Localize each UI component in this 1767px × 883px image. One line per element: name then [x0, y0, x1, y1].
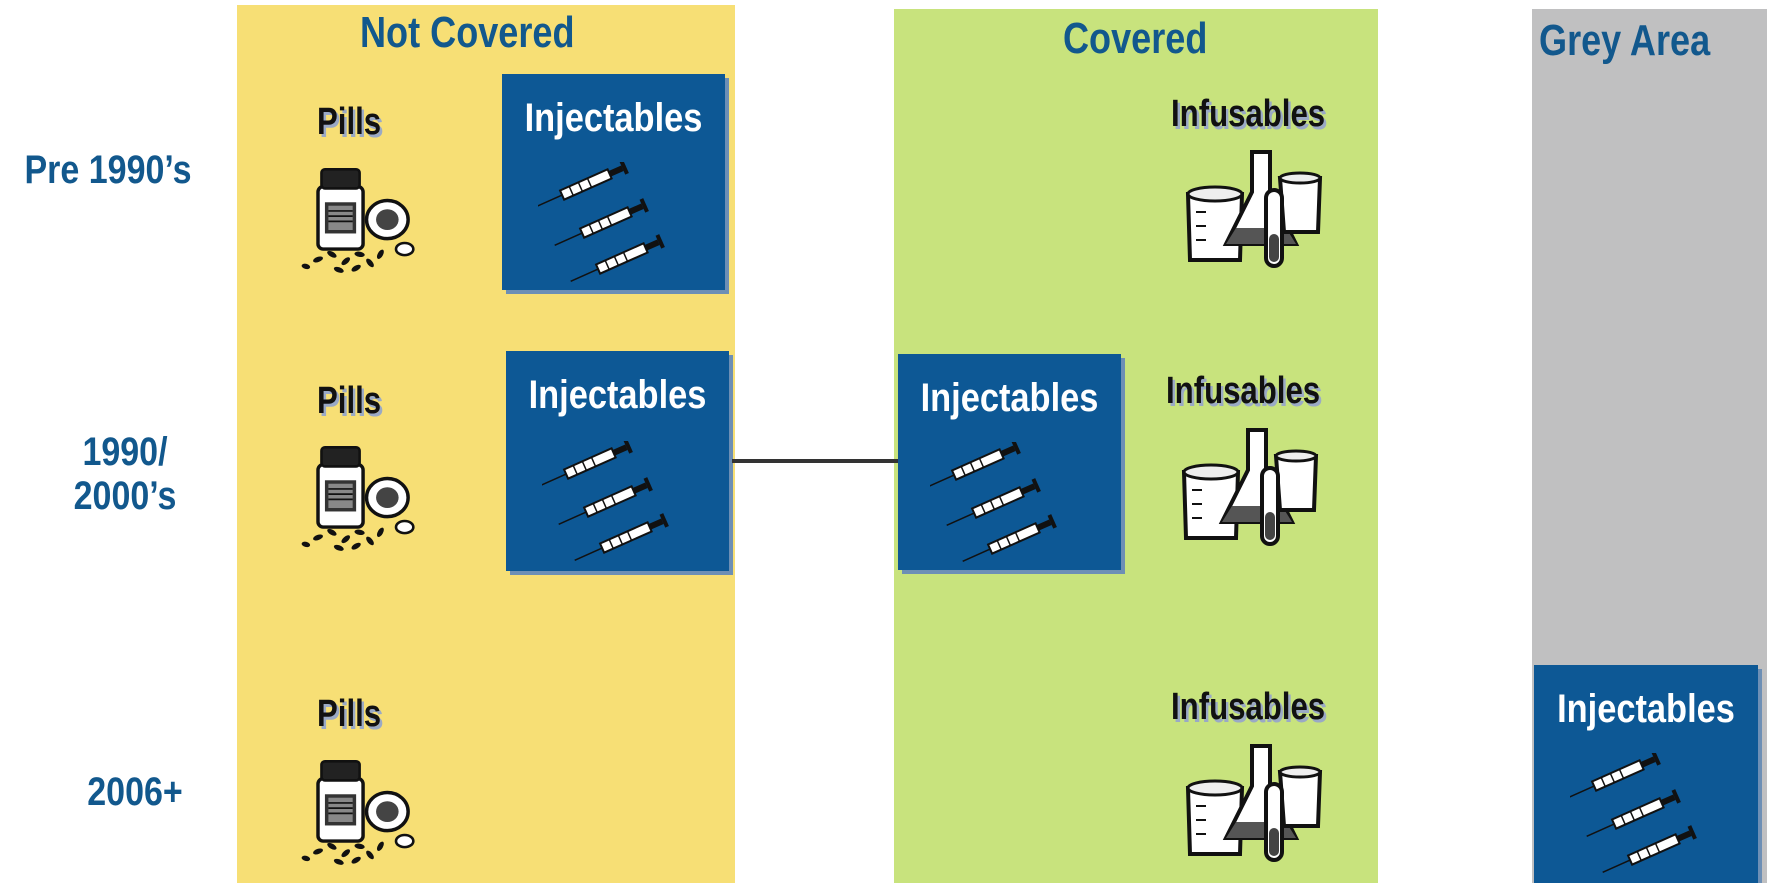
injectables-box-row1: Injectables [502, 74, 725, 290]
injectables-box-row3-grey-area: Injectables [1534, 665, 1758, 883]
pill-bottle-icon [299, 445, 416, 554]
syringe-icon [1570, 753, 1698, 873]
syringe-icon [542, 441, 670, 561]
injectables-box-row2-covered: Injectables [898, 354, 1121, 570]
infusables-label-row3: Infusables [1171, 686, 1326, 728]
beakers-icon [1186, 150, 1322, 268]
pill-bottle-icon [299, 167, 416, 276]
injectables-label-row3-grey-area: Injectables [1557, 687, 1735, 731]
pills-label-row1: Pills [317, 101, 382, 143]
injectables-label-row2-covered: Injectables [920, 376, 1099, 420]
injectables-box-row2-not-covered: Injectables [506, 351, 729, 571]
connector-line [732, 459, 898, 463]
infusables-label-row1: Infusables [1171, 93, 1326, 135]
syringe-icon [930, 442, 1058, 562]
row-label-2006-plus: 2006+ [87, 770, 183, 814]
pills-label-row3: Pills [317, 693, 382, 735]
row-label-2000s-line2: 2000’s [73, 474, 177, 518]
pill-bottle-icon [299, 759, 416, 868]
row-label-1990-2000s: 1990/ 2000’s [53, 430, 198, 518]
beakers-icon [1186, 744, 1322, 862]
beakers-icon [1182, 428, 1318, 546]
row-label-pre-1990s: Pre 1990’s [24, 148, 192, 192]
injectables-label-row1: Injectables [524, 96, 703, 140]
pills-label-row2: Pills [317, 380, 382, 422]
covered-title: Covered [1063, 14, 1208, 63]
grey-area-title: Grey Area [1539, 16, 1711, 65]
syringe-icon [538, 162, 666, 282]
injectables-label-row2-not-covered: Injectables [528, 373, 707, 417]
row-label-1990s-line1: 1990/ [82, 430, 168, 474]
not-covered-title: Not Covered [360, 8, 575, 57]
infusables-label-row2: Infusables [1166, 370, 1321, 412]
